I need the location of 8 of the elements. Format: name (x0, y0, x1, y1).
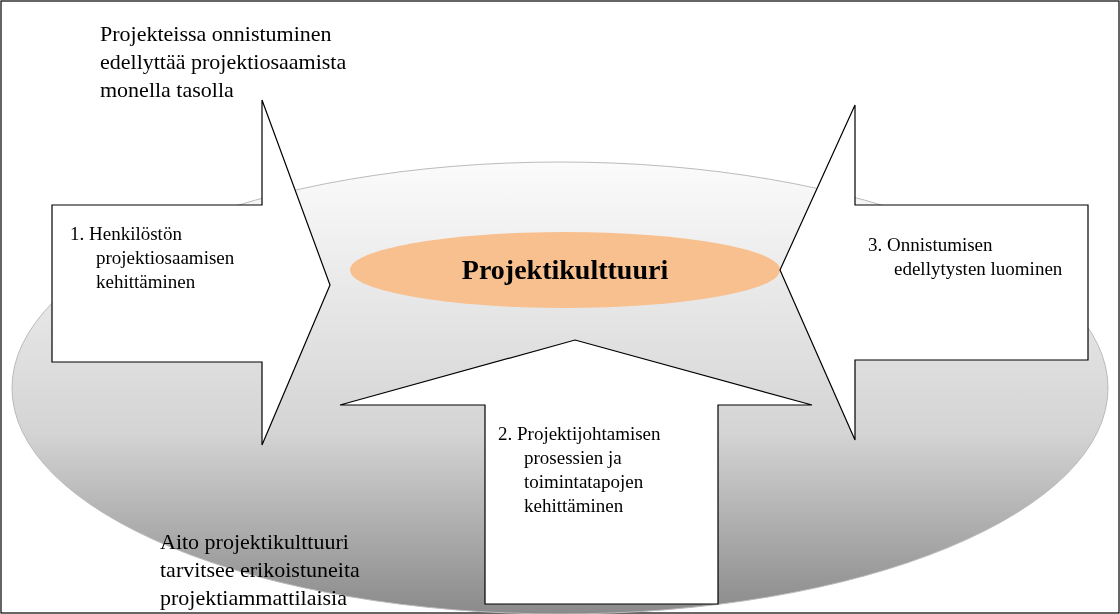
arrow-label: 1. Henkilöstön projektiosaamisen kehittäminen (70, 222, 236, 294)
node-title: Projektikulttuuri (461, 254, 669, 286)
note-text: Projekteissa onnistuminen edellyttää projektiosaamista monella tasolla (100, 20, 348, 104)
note-text: Aito projektikulttuuri tarvitsee erikoistuneita projektiammattilaisia (160, 528, 361, 612)
block-arrow (52, 100, 330, 445)
block-arrow (780, 105, 1088, 440)
arrow-label: 2. Projektijohtamisen prosessien ja toimintatapojen kehittäminen (498, 422, 662, 518)
arrow-label: 3. Onnistumisen edellytysten luominen (868, 233, 1064, 281)
